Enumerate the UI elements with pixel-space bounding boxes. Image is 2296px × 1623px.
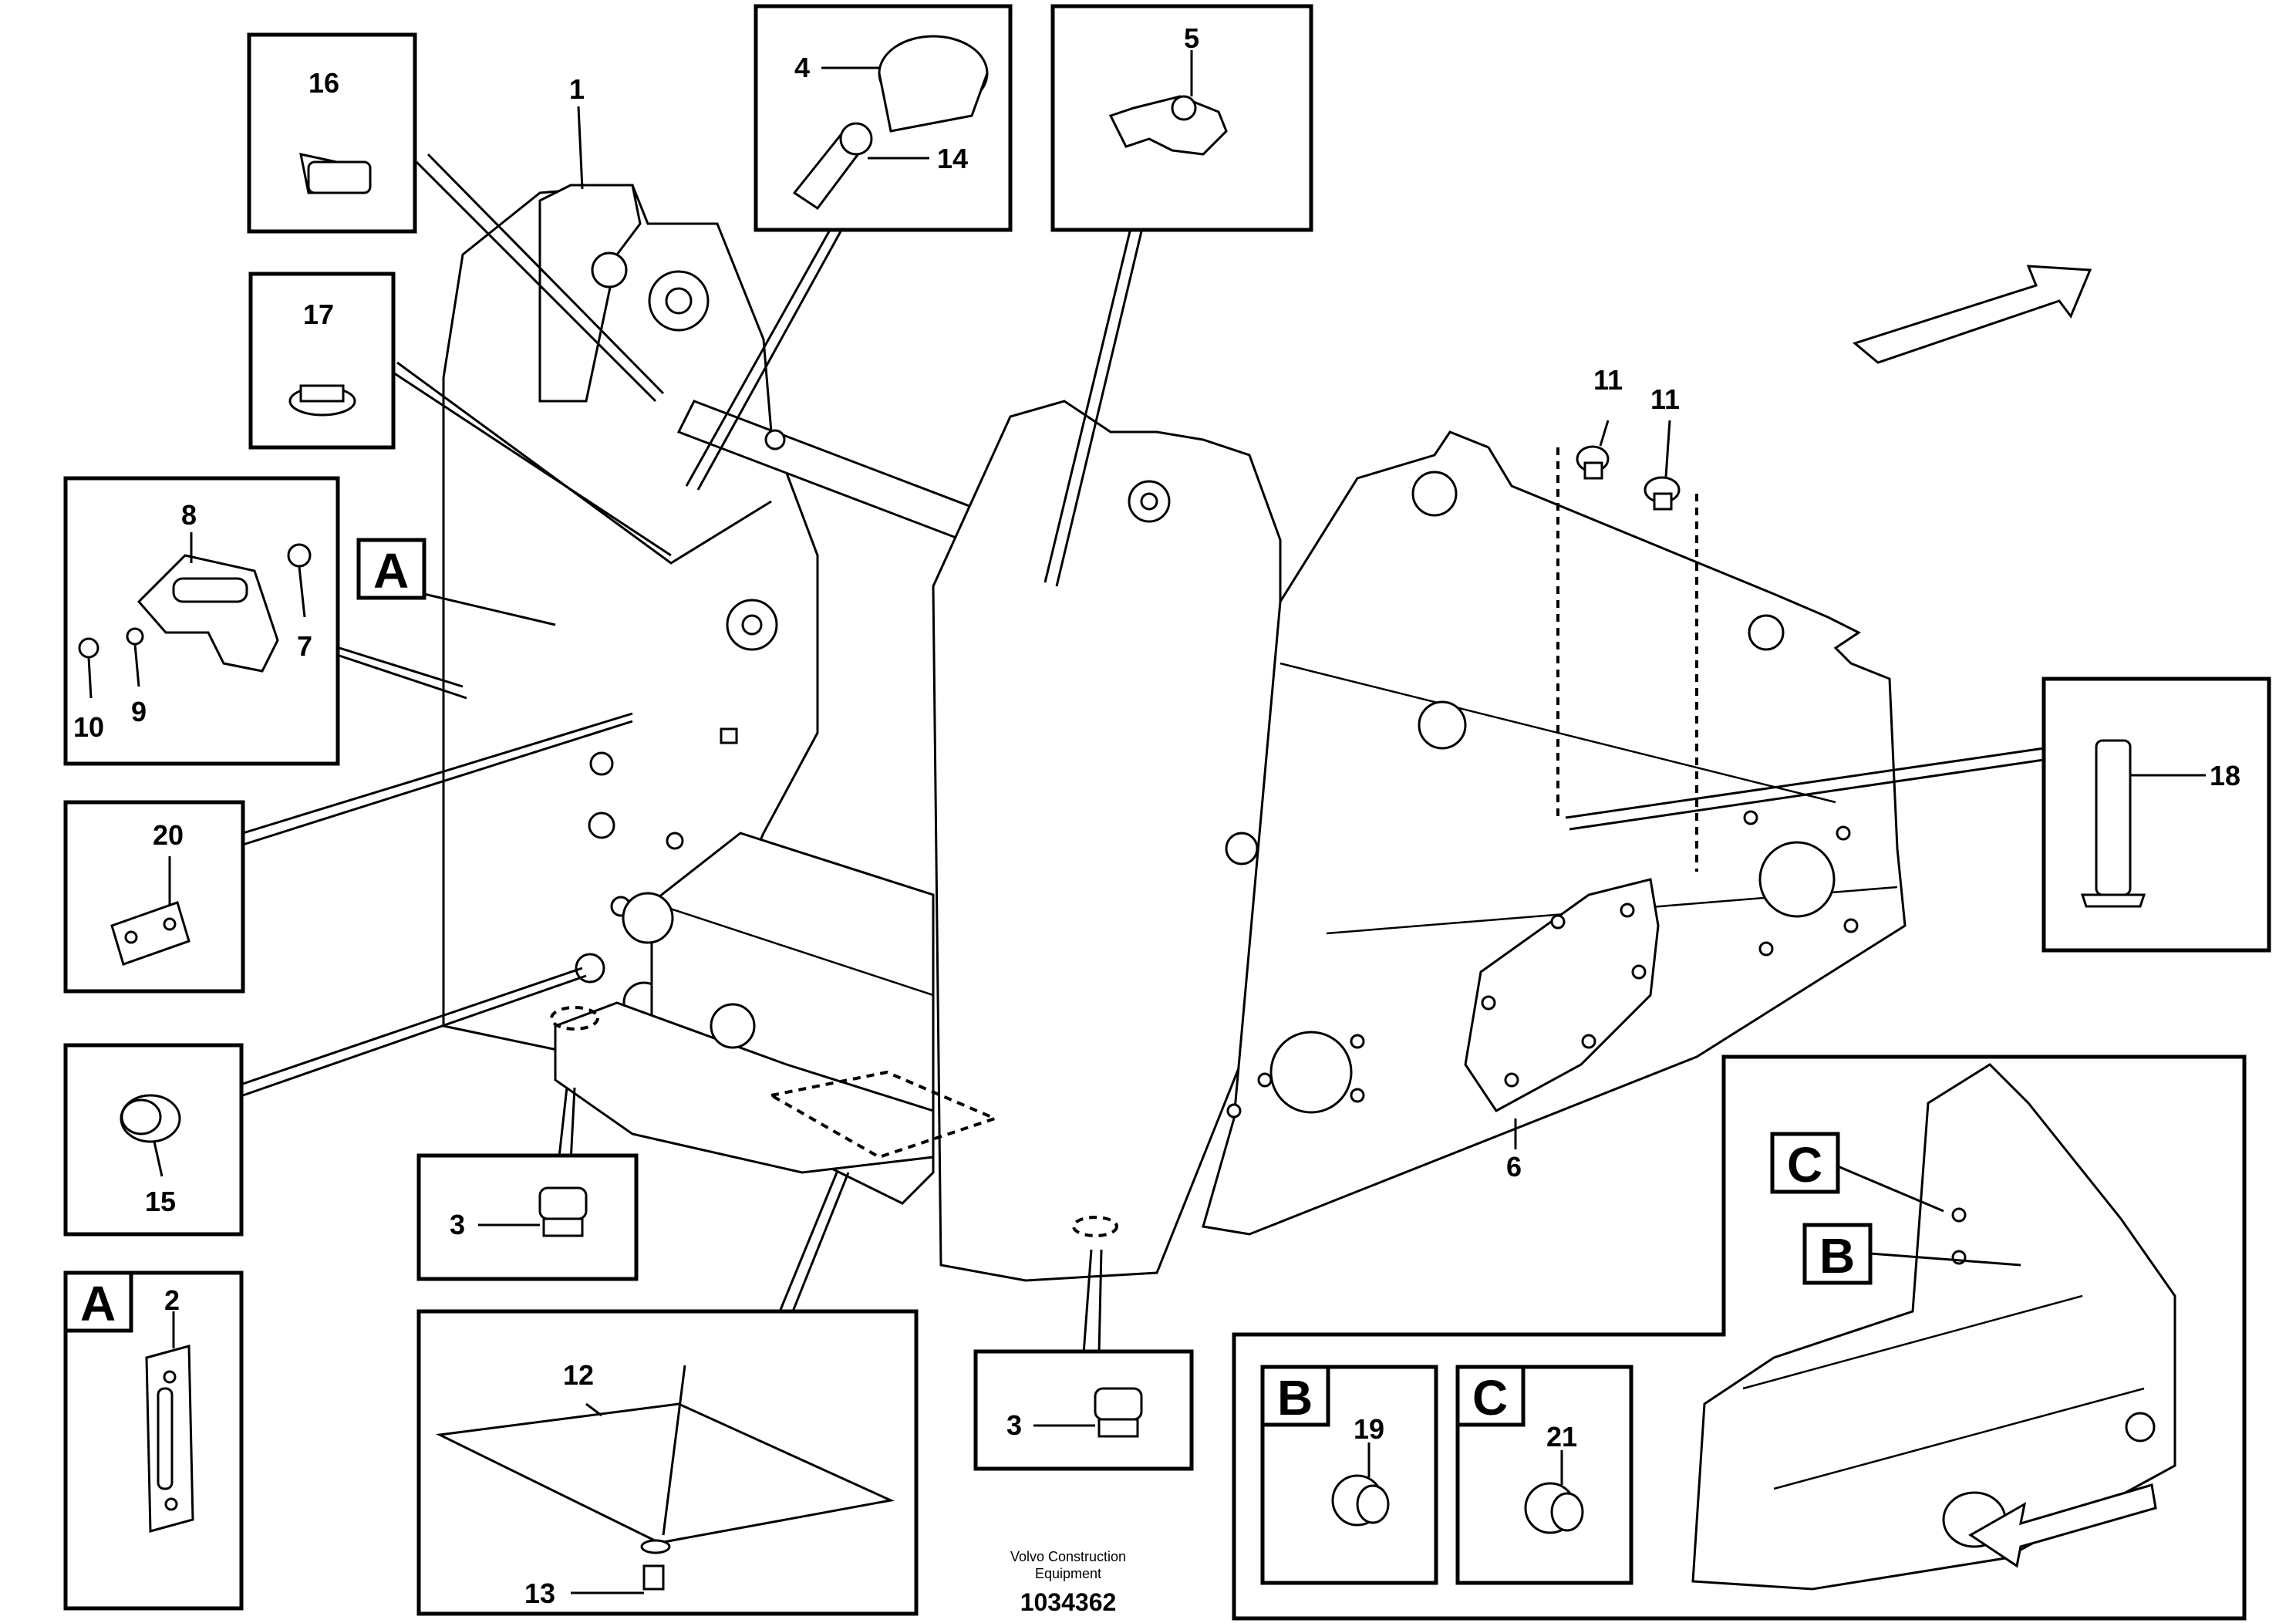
- detail-box-5: 5: [1050, 4, 1313, 232]
- detail-box-17: 17: [248, 272, 396, 450]
- callout-9: 9: [131, 696, 147, 727]
- letter-c-overview: C: [1787, 1137, 1822, 1193]
- callout-13: 13: [524, 1577, 555, 1609]
- detail-box-18: 18: [2041, 677, 2271, 953]
- plugs-11: 11 11: [1576, 364, 1681, 511]
- callout-11-right: 11: [1650, 383, 1680, 415]
- letter-c-box: C: [1472, 1370, 1508, 1426]
- detail-box-15: 15: [63, 1043, 244, 1237]
- detail-box-8: 8 7 9 10: [63, 476, 340, 766]
- callout-20: 20: [153, 819, 184, 851]
- detail-box-2: A 2: [63, 1270, 244, 1611]
- callout-21: 21: [1546, 1421, 1577, 1453]
- detail-flag-a-main: A: [356, 538, 426, 600]
- callout-2: 2: [164, 1284, 180, 1316]
- letter-b-overview: B: [1819, 1228, 1855, 1284]
- callout-19: 19: [1354, 1413, 1384, 1445]
- callout-18: 18: [2210, 760, 2240, 791]
- brand-line-1: Volvo Construction: [1010, 1549, 1126, 1564]
- detail-box-3-right: 3: [973, 1349, 1194, 1471]
- callout-10: 10: [73, 711, 104, 743]
- callout-7: 7: [297, 630, 312, 662]
- callout-16: 16: [308, 67, 339, 99]
- leader-lines: [242, 153, 2045, 1355]
- callout-3-right: 3: [1006, 1409, 1022, 1441]
- direction-arrow-up-right: [1852, 265, 2092, 364]
- callout-14: 14: [937, 143, 968, 174]
- letter-b-box: B: [1277, 1370, 1313, 1426]
- footer: Volvo Construction Equipment 1034362: [1010, 1549, 1126, 1616]
- drawing-number: 1034362: [1020, 1588, 1117, 1616]
- letter-a-main: A: [373, 543, 409, 599]
- callout-1: 1: [569, 73, 585, 105]
- detail-box-19: B 19: [1260, 1365, 1438, 1585]
- detail-box-16: 16: [247, 32, 417, 234]
- main-frame-drawing: [442, 184, 1907, 1282]
- callout-4: 4: [794, 52, 810, 83]
- callout-5: 5: [1184, 22, 1199, 54]
- detail-box-3-left: 3: [416, 1153, 639, 1281]
- callout-3-left: 3: [450, 1209, 465, 1240]
- callout-17: 17: [303, 299, 334, 330]
- detail-box-20: 20: [63, 800, 245, 994]
- callout-15: 15: [145, 1186, 176, 1217]
- callout-12: 12: [563, 1359, 594, 1391]
- callout-8: 8: [181, 499, 197, 531]
- callout-6: 6: [1506, 1151, 1522, 1183]
- brand-line-2: Equipment: [1035, 1566, 1101, 1581]
- letter-a-box: A: [80, 1276, 116, 1331]
- detail-box-21: C 21: [1455, 1365, 1633, 1585]
- callout-11-left: 11: [1593, 364, 1623, 396]
- detail-box-4-14: 4 14: [754, 4, 1013, 232]
- detail-box-12-13: 12 13: [416, 1309, 919, 1616]
